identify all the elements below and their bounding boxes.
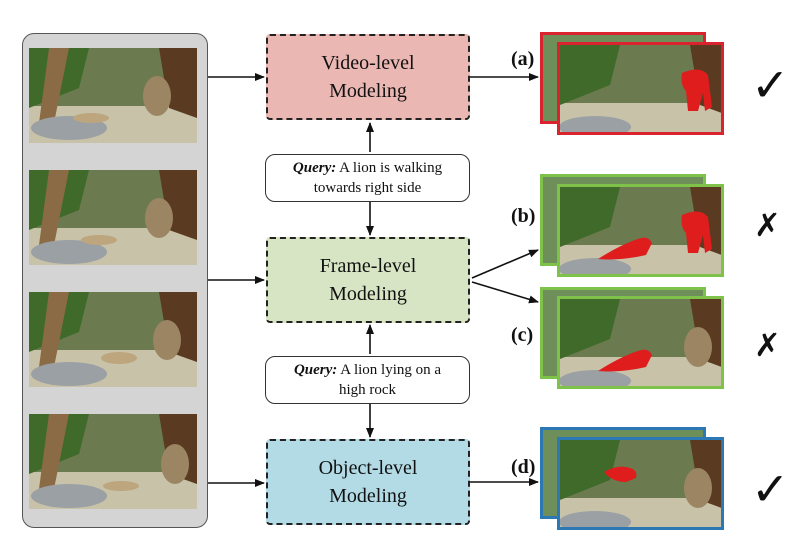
mask-a-walking-lion <box>681 69 712 111</box>
query-1-label: Query: <box>292 160 337 176</box>
video-level-modeling-box: Video-level Modeling <box>266 34 470 120</box>
video-frame-3 <box>29 292 197 387</box>
output-label-c: (c) <box>511 324 534 346</box>
video-level-line2: Modeling <box>329 80 407 102</box>
output-d-front-frame <box>557 437 724 530</box>
wrong-cross-icon-c: ✗ <box>754 326 781 364</box>
output-a-front-frame <box>557 42 724 135</box>
video-frame-1 <box>29 48 197 143</box>
object-level-modeling-box: Object-level Modeling <box>266 439 470 525</box>
frame-level-modeling-box: Frame-level Modeling <box>266 237 470 323</box>
query-box-1: Query: A lion is walking towards right s… <box>265 154 470 202</box>
output-label-a: (a) <box>511 48 535 70</box>
correct-check-icon-a: ✓ <box>751 58 790 112</box>
frame-level-line2: Modeling <box>329 283 407 305</box>
query-2-text-line2: high rock <box>338 382 397 398</box>
output-label-d: (d) <box>511 456 536 478</box>
arrow-frame-to-b <box>471 249 539 279</box>
output-c-front-frame <box>557 296 724 389</box>
wrong-cross-icon-b: ✗ <box>754 206 781 244</box>
frame-level-line1: Frame-level <box>319 255 417 277</box>
query-1-text-line1: A lion is walking <box>336 160 443 176</box>
output-b-front-frame <box>557 184 724 277</box>
query-2-text-line1: A lion lying on a <box>337 362 442 378</box>
video-frame-4 <box>29 414 197 509</box>
query-box-2: Query: A lion lying on a high rock <box>265 356 470 404</box>
video-level-line1: Video-level <box>321 52 415 74</box>
object-level-line1: Object-level <box>318 457 418 479</box>
arrow-frame-to-c <box>471 281 539 304</box>
video-frame-2 <box>29 170 197 265</box>
correct-check-icon-d: ✓ <box>751 462 790 516</box>
query-1-text-line2: towards right side <box>313 180 422 196</box>
output-label-b: (b) <box>511 205 536 227</box>
object-level-line2: Modeling <box>329 485 407 507</box>
query-2-label: Query: <box>293 362 338 378</box>
